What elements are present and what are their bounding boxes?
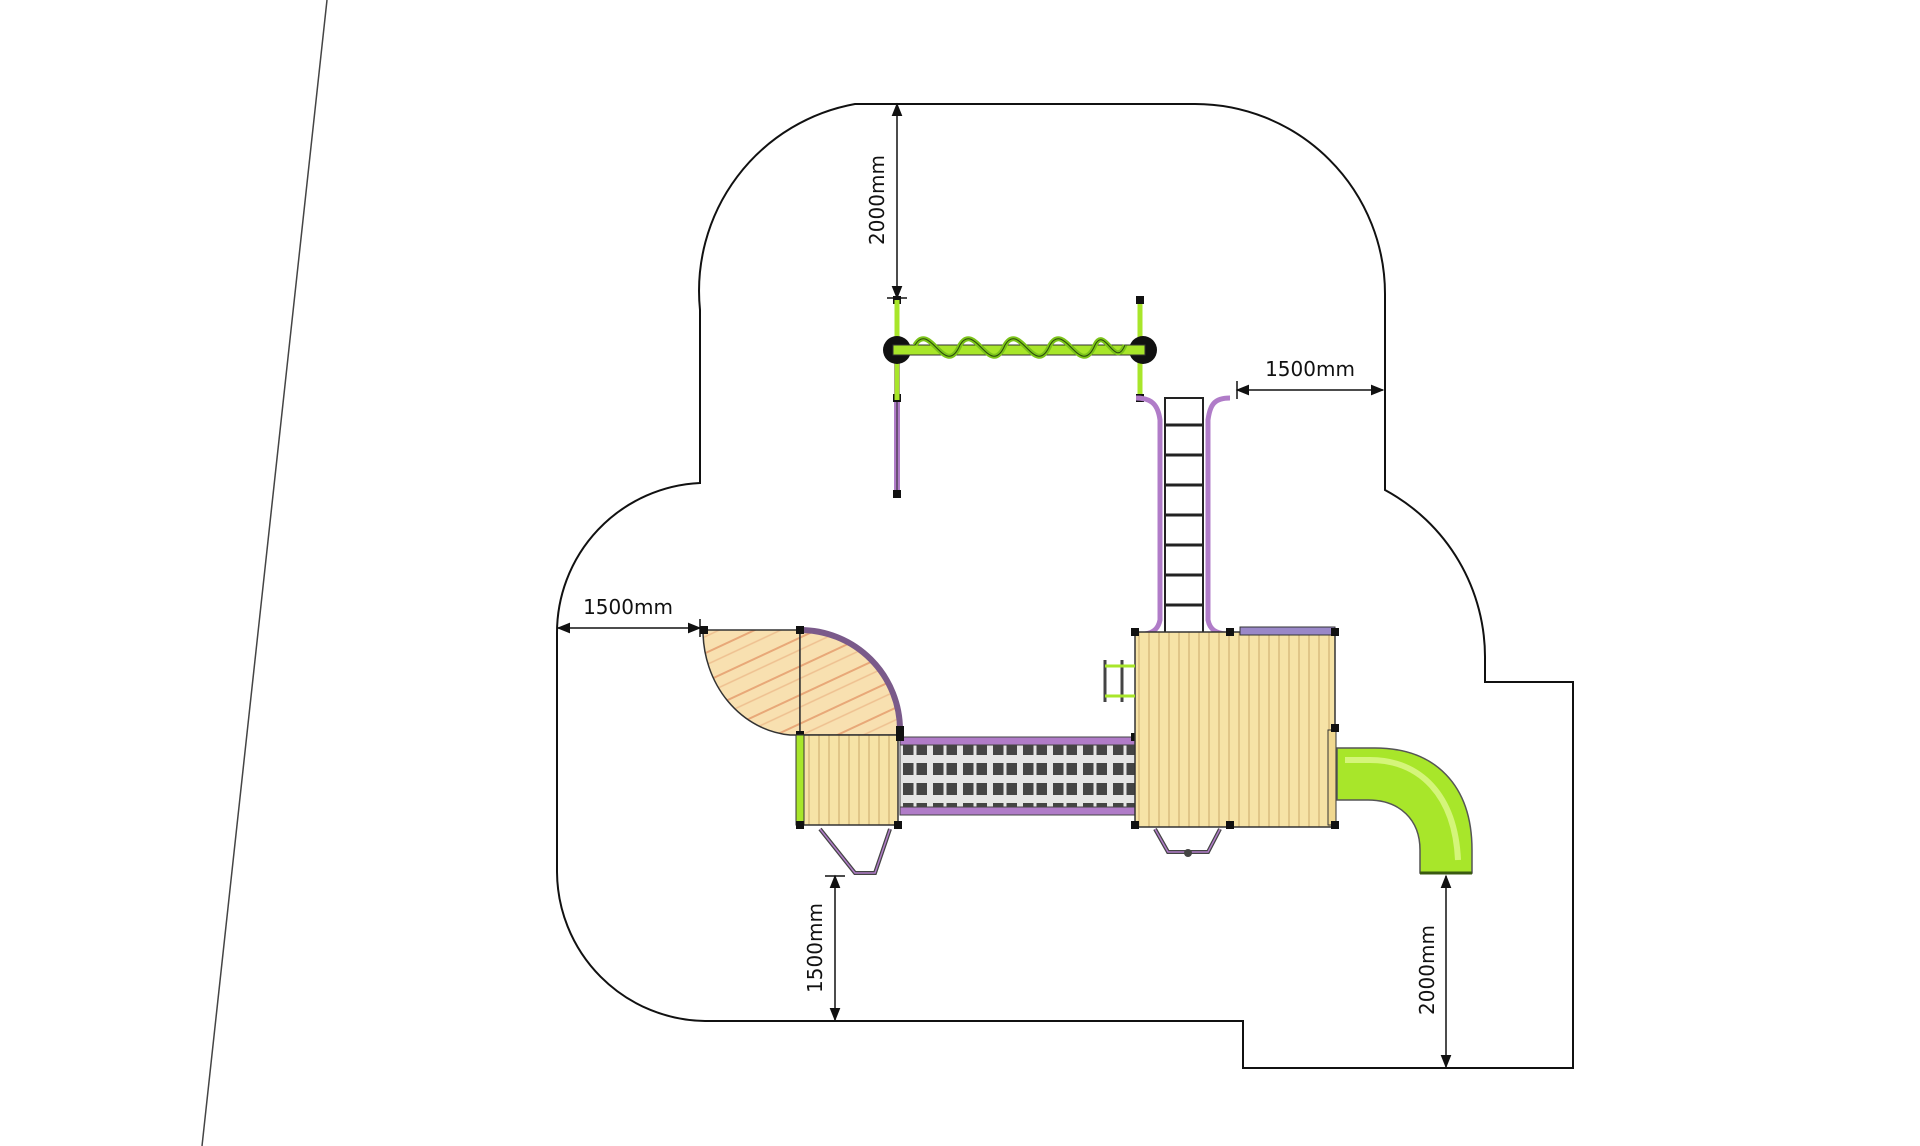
side-ladder — [1103, 660, 1135, 702]
post-icon — [1131, 821, 1139, 829]
post-icon — [1226, 821, 1234, 829]
post-icon — [894, 821, 902, 829]
climbing-ladder — [1135, 395, 1231, 637]
main-tower-deck — [1103, 626, 1339, 857]
post-icon — [893, 490, 901, 498]
post-icon — [896, 726, 904, 734]
post-icon — [1331, 821, 1339, 829]
post-icon — [1331, 628, 1339, 636]
dimension-label-left: 1500mm — [583, 595, 673, 619]
curved-slide — [1336, 747, 1473, 875]
post-icon — [1131, 628, 1139, 636]
diagonal-edge-line — [201, 0, 328, 1146]
post-icon — [1136, 296, 1144, 304]
quarter-round-deck — [700, 626, 904, 739]
swing-bar-assembly — [883, 296, 1157, 498]
post-icon — [796, 821, 804, 829]
dimension-label-right: 1500mm — [1265, 357, 1355, 381]
dimension-bottom-right: 2000mm — [1415, 874, 1452, 1069]
dimension-bottom-left: 1500mm — [803, 874, 845, 1022]
dimension-label-top: 2000mm — [865, 155, 889, 245]
dimension-right: 1500mm — [1235, 357, 1385, 399]
post-icon — [896, 733, 904, 741]
post-icon — [1226, 628, 1234, 636]
dimension-top: 2000mm — [865, 102, 907, 300]
post-icon — [1331, 724, 1339, 732]
left-small-deck — [795, 734, 902, 875]
post-icon — [700, 626, 708, 634]
dimension-label-bottom-left: 1500mm — [803, 903, 827, 993]
bridge-walkway — [896, 733, 1139, 816]
dimension-left: 1500mm — [556, 595, 702, 637]
dimension-label-bottom-right: 2000mm — [1415, 925, 1439, 1015]
post-icon — [796, 626, 804, 634]
safety-zone-outline — [555, 103, 1574, 1069]
